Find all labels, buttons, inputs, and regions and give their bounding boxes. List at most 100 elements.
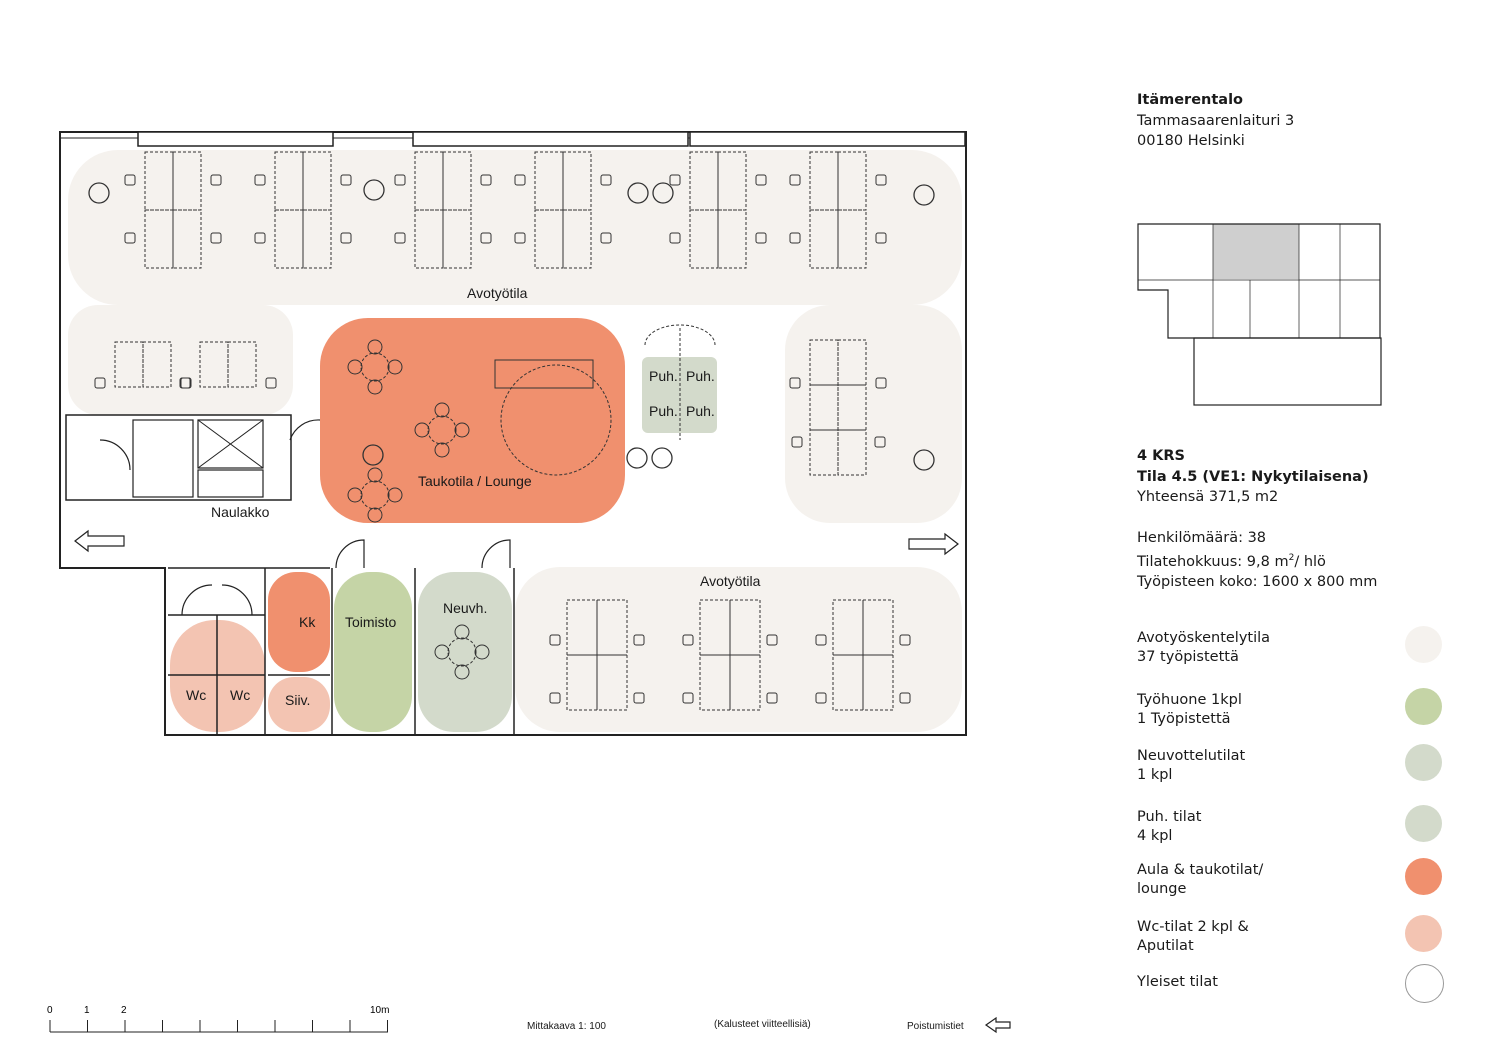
desk [717, 209, 747, 269]
scale-tick-10: 10m [370, 1005, 389, 1016]
legend-item: Aula & taukotilat/lounge [1137, 861, 1377, 899]
legend-title: Aula & taukotilat/ [1137, 862, 1264, 878]
exit-arrow-left-icon [74, 529, 125, 553]
chair [874, 436, 886, 448]
building-info: Itämerentalo Tammasaarenlaituri 3 00180 … [1137, 90, 1294, 152]
chair [340, 232, 352, 244]
chair [899, 692, 911, 704]
total-area: Yhteensä 371,5 m2 [1137, 489, 1279, 505]
legend-subtitle: lounge [1137, 881, 1187, 897]
legend-swatch [1405, 915, 1442, 952]
sofa [494, 359, 594, 389]
scale-tick-0: 0 [47, 1005, 53, 1016]
chair [899, 634, 911, 646]
exits-legend-label: Poistumistiet [907, 1021, 964, 1032]
desk [862, 654, 894, 711]
round-table [652, 182, 674, 204]
chair [254, 232, 266, 244]
chair [514, 232, 526, 244]
chair [789, 377, 801, 389]
label-kitchen: Kk [299, 614, 316, 630]
chair [210, 174, 222, 186]
desk [442, 209, 472, 269]
chair [815, 634, 827, 646]
chair [340, 174, 352, 186]
chair [789, 232, 801, 244]
round-table [913, 184, 935, 206]
desk [302, 151, 332, 211]
label-wc-2: Wc [230, 687, 250, 703]
lounge-chair [414, 422, 430, 438]
lounge-chair [434, 402, 450, 418]
persons: Henkilömäärä: 38 [1137, 529, 1267, 546]
exit-arrow-right-icon [908, 532, 959, 556]
scale-tick-2: 2 [121, 1005, 127, 1016]
legend-title: Avotyöskentelytila [1137, 630, 1271, 646]
chair [633, 692, 645, 704]
legend-swatch [1405, 805, 1442, 842]
label-meeting: Neuvh. [443, 600, 487, 616]
chair [600, 174, 612, 186]
chair [210, 232, 222, 244]
desk [562, 209, 592, 269]
chair [265, 377, 277, 389]
scale-text: Mittakaava 1: 100 [527, 1021, 606, 1032]
legend-title: Työhuone 1kpl [1137, 692, 1242, 708]
furniture-note: (Kalusteet viitteellisiä) [714, 1019, 811, 1030]
space-summary: 4 KRS Tila 4.5 (VE1: Nykytilaisena) Yhte… [1137, 446, 1377, 593]
legend-subtitle: 37 työpistettä [1137, 649, 1239, 665]
round-table [626, 447, 648, 469]
zone-open-bottom [515, 567, 962, 732]
rug [500, 364, 612, 476]
legend-swatch [1405, 688, 1442, 725]
round-table [913, 449, 935, 471]
legend-subtitle: Aputilat [1137, 938, 1194, 954]
desk [227, 341, 257, 388]
chair [766, 634, 778, 646]
legend-swatch [1405, 744, 1442, 781]
zone-open-top [68, 150, 962, 305]
round-table [363, 179, 385, 201]
chair [600, 232, 612, 244]
legend-item: Wc-tilat 2 kpl &Aputilat [1137, 918, 1377, 956]
building-name: Itämerentalo [1137, 92, 1244, 108]
label-lounge: Taukotila / Lounge [418, 473, 532, 489]
chair [682, 634, 694, 646]
desk [199, 341, 229, 388]
chair [480, 232, 492, 244]
table [360, 352, 390, 382]
chair [179, 377, 191, 389]
building-city: 00180 Helsinki [1137, 133, 1245, 149]
lounge-chair [367, 507, 383, 523]
outer-wall [59, 131, 967, 736]
legend-subtitle: 1 kpl [1137, 767, 1173, 783]
efficiency-unit: / hlö [1294, 553, 1326, 570]
desk [172, 209, 202, 269]
chair [669, 174, 681, 186]
lounge-chair [367, 467, 383, 483]
chair [94, 377, 106, 389]
zone-lounge [320, 318, 625, 523]
legend-swatch [1405, 858, 1442, 895]
desk [596, 654, 628, 711]
zone-meeting [418, 572, 512, 732]
chair [875, 174, 887, 186]
chair [669, 232, 681, 244]
chair [815, 692, 827, 704]
legend-subtitle: 1 Työpistettä [1137, 711, 1231, 727]
lounge-chair [387, 487, 403, 503]
chair [633, 634, 645, 646]
efficiency-value: Tilatehokkuus: 9,8 m [1137, 553, 1289, 570]
label-cloakroom: Naulakko [211, 504, 270, 520]
chair [254, 174, 266, 186]
lounge-chair [367, 379, 383, 395]
zone-open-left [68, 305, 293, 415]
workstation-size: Työpisteen koko: 1600 x 800 mm [1137, 574, 1378, 591]
lounge-chair [347, 487, 363, 503]
table [447, 637, 477, 667]
scale-tick-1: 1 [84, 1005, 90, 1016]
phone-booth-outline [644, 324, 716, 440]
zone-office [334, 572, 412, 732]
chair [875, 232, 887, 244]
